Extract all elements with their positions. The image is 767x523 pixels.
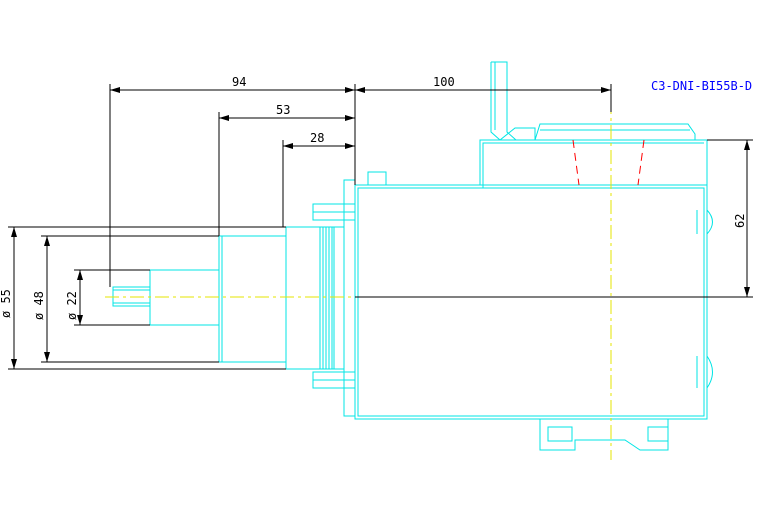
- dim-28-label: 28: [310, 131, 324, 145]
- hub: [218, 235, 287, 363]
- side-bump-top: [706, 209, 713, 235]
- dim-53-label: 53: [276, 103, 290, 117]
- top-housing-inner: [358, 142, 704, 189]
- bottom-feet: [539, 419, 669, 451]
- dim-dia48-label: ø 48: [32, 291, 46, 320]
- dim-100-label: 100: [433, 75, 455, 89]
- centerlines: [105, 100, 612, 460]
- foot-left: [547, 426, 573, 442]
- foot-right: [647, 426, 669, 442]
- lever: [490, 61, 518, 141]
- ribbed-ring: [319, 226, 335, 370]
- lever-base: [499, 127, 536, 141]
- front-collar: [285, 226, 345, 370]
- top-bump: [367, 171, 387, 186]
- main-body-inner: [357, 187, 705, 417]
- dim-94-label: 94: [232, 75, 246, 89]
- dim-dia22-label: ø 22: [65, 291, 79, 320]
- side-bump-bottom: [706, 355, 713, 389]
- arrowheads: [11, 87, 750, 369]
- flange-plate: [343, 179, 356, 417]
- part-outline: [112, 61, 713, 451]
- dim-dia55-label: ø 55: [0, 289, 13, 318]
- top-plate: [534, 123, 696, 141]
- model-code: C3-DNI-BI55B-D: [651, 79, 752, 93]
- main-body: [354, 184, 708, 420]
- dim-62-label: 62: [733, 214, 747, 228]
- hidden-lines: [572, 139, 645, 186]
- dimension-lines: [8, 84, 753, 370]
- top-housing: [355, 139, 708, 186]
